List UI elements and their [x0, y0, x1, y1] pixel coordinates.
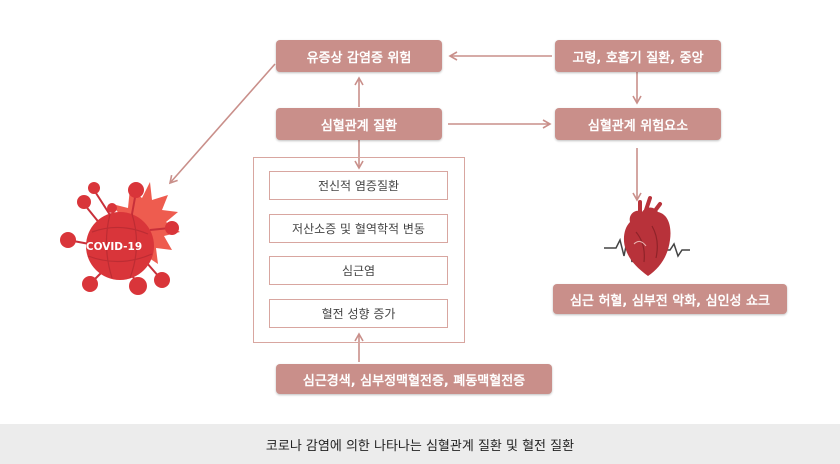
figure-caption: 코로나 감염에 의한 나타나는 심혈관계 질환 및 혈전 질환 [0, 424, 840, 464]
covid-label: COVID-19 [86, 241, 142, 253]
covid-virus-icon: COVID-19 [60, 182, 180, 295]
diagram-graphics: COVID-19 [60, 51, 690, 362]
node-cardio-risk: 심혈관계 위험요소 [555, 108, 721, 140]
heart-with-ecg-icon [604, 196, 690, 276]
mechanism-item: 전신적 염증질환 [269, 171, 448, 200]
node-infection-risk: 유증상 감염증 위험 [276, 40, 442, 72]
mechanism-item: 저산소증 및 혈역학적 변동 [269, 214, 448, 243]
mechanism-item: 심근염 [269, 256, 448, 285]
mechanism-item: 혈전 성향 증가 [269, 299, 448, 328]
caption-text: 코로나 감염에 의한 나타나는 심혈관계 질환 및 혈전 질환 [265, 438, 575, 454]
node-outcomes: 심근 허혈, 심부전 악화, 심인성 쇼크 [553, 284, 787, 314]
node-cardio-disease: 심혈관계 질환 [276, 108, 442, 140]
node-vascular-events: 심근경색, 심부정맥혈전증, 폐동맥혈전증 [276, 364, 552, 394]
node-risk-conditions: 고령, 호흡기 질환, 중앙 [555, 40, 721, 72]
arrow-infection-to-covid [168, 63, 276, 185]
mechanisms-frame [253, 157, 465, 343]
